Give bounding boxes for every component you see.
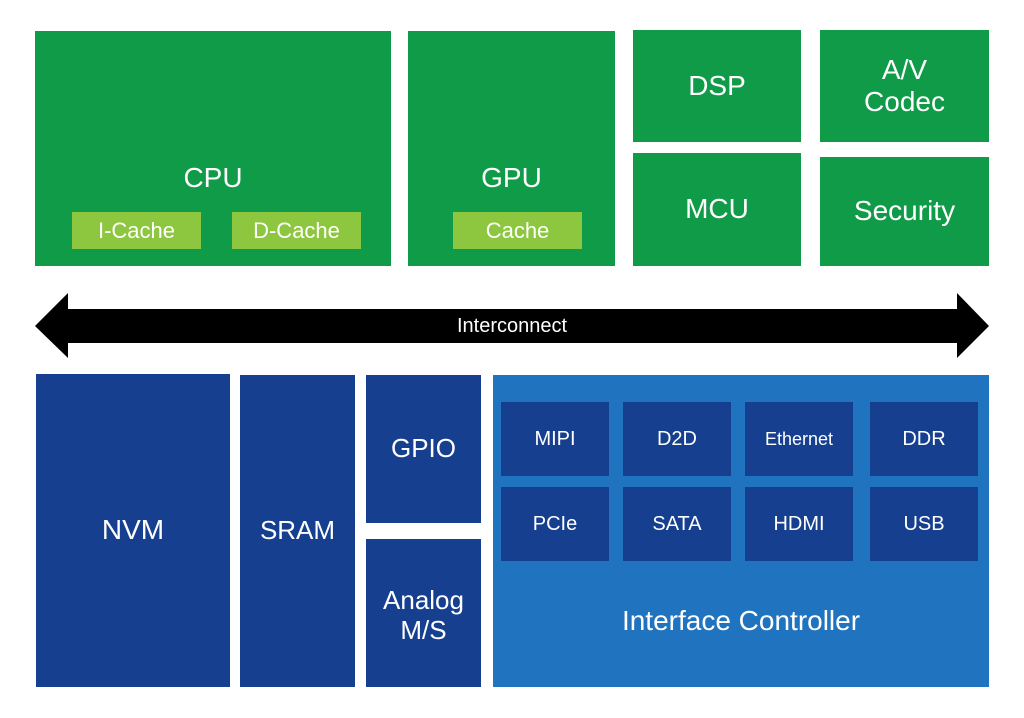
d-cache-block: D-Cache	[232, 212, 361, 249]
dsp-block: DSP	[633, 30, 801, 142]
interface-usb: USB	[870, 487, 978, 561]
interface-label: DDR	[902, 427, 946, 450]
dsp-label: DSP	[688, 69, 746, 101]
analog-ms-block: Analog M/S	[366, 539, 481, 687]
interface-label: Ethernet	[764, 428, 834, 449]
gpio-label: GPIO	[390, 433, 456, 464]
interface-label: SATA	[652, 512, 702, 535]
interface-label: PCIe	[532, 512, 578, 535]
interface-label: USB	[903, 512, 945, 535]
interface-d2d: D2D	[623, 402, 731, 476]
security-block: Security	[820, 157, 989, 266]
interface-label: MIPI	[534, 427, 576, 450]
av-codec-label-line1: A/V	[881, 53, 928, 85]
interconnect-arrow-shape	[35, 293, 989, 358]
mcu-block: MCU	[633, 153, 801, 266]
av-codec-block: A/V Codec	[820, 30, 989, 142]
cpu-block: CPU I-Cache D-Cache	[35, 31, 391, 266]
analog-label-line2: M/S	[400, 615, 447, 645]
gpu-cache-block: Cache	[453, 212, 582, 249]
interface-controller-block: MIPI D2D Ethernet DDR PCIe SATA HDMI USB…	[493, 375, 989, 687]
i-cache-label: I-Cache	[97, 217, 176, 243]
interface-controller-label: Interface Controller	[621, 605, 861, 636]
interface-sata: SATA	[623, 487, 731, 561]
gpio-block: GPIO	[366, 375, 481, 523]
nvm-block: NVM	[36, 374, 230, 687]
analog-label-line1: Analog	[383, 585, 464, 616]
interface-ddr: DDR	[870, 402, 978, 476]
interconnect-label: Interconnect	[456, 315, 568, 337]
sram-label: SRAM	[259, 515, 336, 546]
i-cache-block: I-Cache	[72, 212, 201, 249]
gpu-block: GPU Cache	[408, 31, 615, 266]
security-label: Security	[853, 195, 956, 227]
interface-label: HDMI	[773, 512, 825, 535]
interface-label: D2D	[656, 427, 697, 450]
interface-mipi: MIPI	[501, 402, 609, 476]
d-cache-label: D-Cache	[253, 217, 340, 243]
av-codec-label-line2: Codec	[864, 86, 945, 117]
interface-ethernet: Ethernet	[745, 402, 853, 476]
cpu-label: CPU	[183, 162, 243, 193]
gpu-label: GPU	[481, 162, 542, 193]
mcu-label: MCU	[685, 193, 749, 225]
interface-hdmi: HDMI	[745, 487, 853, 561]
gpu-cache-label: Cache	[485, 217, 550, 243]
sram-block: SRAM	[240, 375, 355, 687]
nvm-label: NVM	[101, 514, 165, 546]
interface-pcie: PCIe	[501, 487, 609, 561]
